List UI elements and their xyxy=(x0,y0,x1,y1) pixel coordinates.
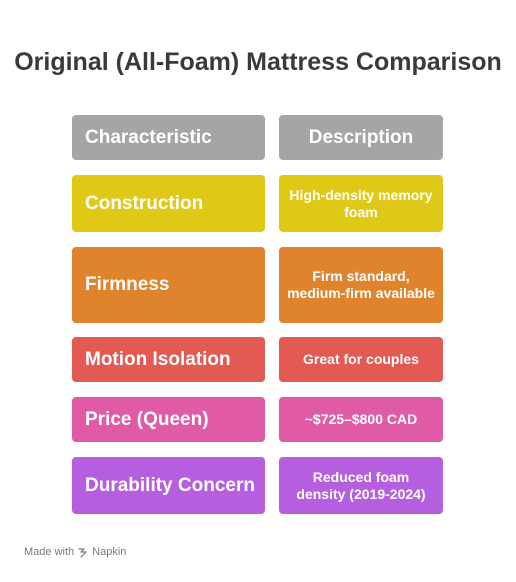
header-characteristic: Characteristic xyxy=(72,115,265,160)
row-description: ~$725–$800 CAD xyxy=(279,397,443,442)
row-description: High-density memory foam xyxy=(279,175,443,232)
napkin-brand: Napkin xyxy=(92,546,127,558)
row-description: Reduced foam density (2019-2024) xyxy=(279,457,443,514)
row-description-label: Great for couples xyxy=(303,351,419,367)
row-description: Firm standard, medium-firm available xyxy=(279,247,443,323)
row-characteristic-label: Firmness xyxy=(85,274,170,295)
row-characteristic-label: Price (Queen) xyxy=(85,408,209,430)
row-characteristic: Firmness xyxy=(72,247,265,323)
row-characteristic-label: Durability Concern xyxy=(85,474,255,496)
row-characteristic: Construction xyxy=(72,175,265,232)
row-description-label: High-density memory foam xyxy=(289,186,433,220)
made-with-label: Made with xyxy=(24,546,75,558)
row-description: Great for couples xyxy=(279,337,443,382)
row-characteristic: Motion Isolation xyxy=(72,337,265,382)
row-characteristic-label: Construction xyxy=(85,192,204,214)
header-characteristic-label: Characteristic xyxy=(85,126,212,148)
row-characteristic: Price (Queen) xyxy=(72,397,265,442)
footer-attribution: Made with Napkin xyxy=(24,546,126,558)
napkin-logo-icon xyxy=(78,547,88,558)
row-characteristic-label: Motion Isolation xyxy=(85,348,231,370)
row-description-label: Reduced foam density (2019-2024) xyxy=(296,468,426,502)
row-characteristic: Durability Concern xyxy=(72,457,265,514)
page-title: Original (All-Foam) Mattress Comparison xyxy=(14,48,502,76)
row-description-label: ~$725–$800 CAD xyxy=(304,411,418,427)
header-description-label: Description xyxy=(308,127,414,148)
row-description-label: Firm standard, medium-firm available xyxy=(287,268,435,301)
header-description: Description xyxy=(279,115,443,160)
